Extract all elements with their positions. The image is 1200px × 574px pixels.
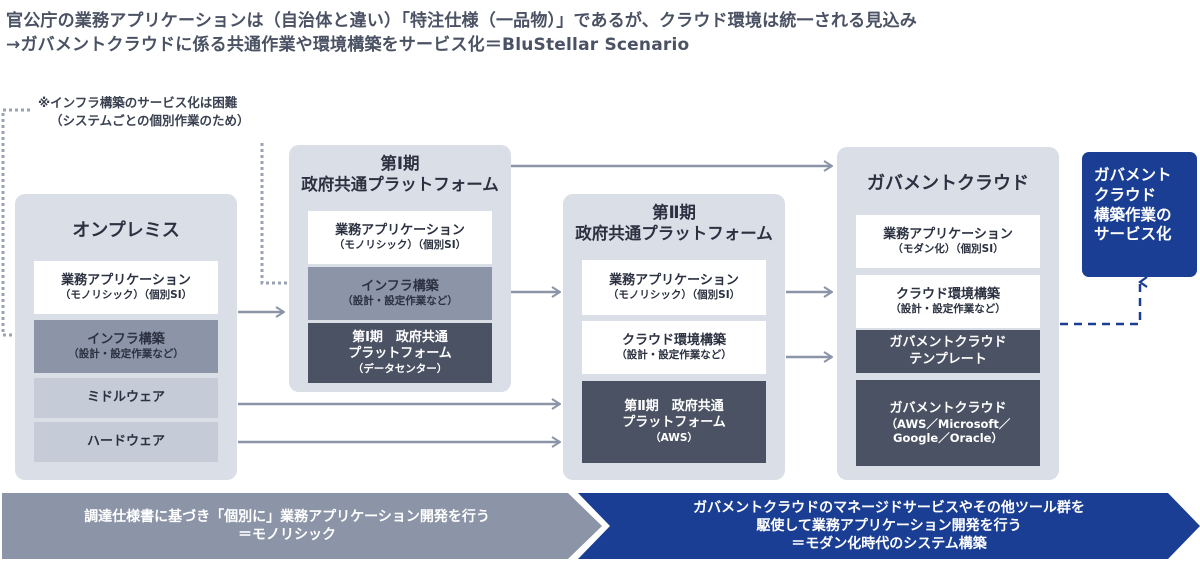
banner-monolithic: 調達仕様書に基づき「個別に」業務アプリケーション開発を行う ＝モノリシック [2,493,602,559]
banner-modern-line-2: 駆使して業務アプリケーション開発を行う [756,517,1022,534]
govcloud-platform-layer: ガバメントクラウド （AWS／Microsoft／ Google／Oracle） [856,380,1040,466]
phase1-infra-layer: インフラ構築 （設計・設定作業など） [308,267,492,320]
govcloud-app-main: 業務アプリケーション [883,226,1013,242]
phase2-cloud-sub: （設計・設定作業など） [616,349,732,362]
phase2-platform-layer: 第Ⅱ期 政府共通 プラットフォーム （AWS） [582,381,766,463]
govcloud-cloud-sub: （設計・設定作業など） [890,303,1006,316]
govcloud-platform-line-3: Google／Oracle） [893,431,1003,446]
phase1-platform-line-1: 第Ⅰ期 政府共通 [352,330,448,346]
phase2-title: 第Ⅱ期 政府共通プラットフォーム [563,202,785,245]
govcloud-platform-line-2: （AWS／Microsoft／ [885,416,1011,431]
service-box-line-2: クラウド [1094,185,1157,204]
onpremise-app-layer: 業務アプリケーション （モノリシック）（個別SI） [34,261,218,314]
service-box-line-1: ガバメント [1094,166,1172,184]
banner-monolithic-line-2: ＝モノリシック [238,527,336,543]
govcloud-app-sub: （モダン化）（個別SI） [892,243,1004,256]
phase1-platform-layer: 第Ⅰ期 政府共通 プラットフォーム （データセンター） [308,323,492,383]
govcloud-platform-line-1: ガバメントクラウド [889,400,1007,416]
phase2-app-main: 業務アプリケーション [609,272,739,288]
phase2-cloud-main: クラウド環境構築 [621,332,726,348]
govcloud-template-layer: ガバメントクラウド テンプレート [856,330,1040,373]
onpremise-middleware-layer: ミドルウェア [34,378,218,418]
phase2-title-line-1: 第Ⅱ期 [652,203,696,222]
phase1-title: 第Ⅰ期 政府共通プラットフォーム [289,153,511,196]
onpremise-app-main: 業務アプリケーション [61,272,191,288]
govcloud-template-line-1: ガバメントクラウド [889,335,1007,351]
govcloud-cloud-layer: クラウド環境構築 （設計・設定作業など） [856,275,1040,328]
phase2-platform-sub: （AWS） [650,431,698,444]
phase1-platform-sub: （データセンター） [352,362,448,375]
onpremise-hardware-label: ハードウェア [86,433,165,449]
phase2-cloud-layer: クラウド環境構築 （設計・設定作業など） [582,321,766,374]
arrow-to-service-box [1046,276,1148,326]
govcloud-panel: ガバメントクラウド 業務アプリケーション （モダン化）（個別SI） クラウド環境… [837,147,1059,480]
phase1-app-sub: （モノリシック）（個別SI） [333,239,467,252]
note-line-1: ※インフラ構築のサービス化は困難 [38,95,238,110]
govcloud-title: ガバメントクラウド [867,173,1029,194]
phase2-app-layer: 業務アプリケーション （モノリシック）（個別SI） [582,260,766,315]
banner-modern-line-1: ガバメントクラウドのマネージドサービスやその他ツール群を [693,499,1085,516]
govcloud-app-layer: 業務アプリケーション （モダン化）（個別SI） [856,215,1040,268]
phase1-platform-line-2: プラットフォーム [348,346,452,362]
phase1-app-layer: 業務アプリケーション （モノリシック）（個別SI） [308,211,492,264]
phase2-title-line-2: 政府共通プラットフォーム [575,224,773,244]
banner-modern: ガバメントクラウドのマネージドサービスやその他ツール群を 駆使して業務アプリケー… [578,493,1200,559]
phase2-platform-line-1: 第Ⅱ期 政府共通 [624,399,724,415]
onpremise-hardware-layer: ハードウェア [34,422,218,462]
onpremise-infra-main: インフラ構築 [87,331,165,347]
header-line-1: 官公庁の業務アプリケーションは（自治体と違い）「特注仕様（一品物）」であるが、ク… [6,11,917,31]
banner-modern-line-3: ＝モダン化時代のシステム構築 [791,536,987,553]
govcloud-template-line-2: テンプレート [909,351,987,367]
phase1-infra-main: インフラ構築 [361,278,439,294]
service-box-line-4: サービス化 [1094,225,1172,244]
phase1-app-main: 業務アプリケーション [335,222,465,238]
phase1-title-line-1: 第Ⅰ期 [380,154,420,173]
onpremise-middleware-label: ミドルウェア [86,389,165,405]
phase1-infra-sub: （設計・設定作業など） [342,295,458,308]
service-box-line-3: 構築作業の [1094,205,1172,224]
onpremise-title: オンプレミス [72,220,180,241]
service-box: ガバメント クラウド 構築作業の サービス化 [1082,152,1197,277]
onpremise-app-sub: （モノリシック）（個別SI） [59,289,193,302]
onpremise-infra-layer: インフラ構築 （設計・設定作業など） [34,320,218,373]
note-line-2: （システムごとの個別作業のため） [50,113,250,128]
phase2-app-sub: （モノリシック）（個別SI） [607,289,741,302]
onpremise-infra-sub: （設計・設定作業など） [68,348,184,361]
phase1-panel: 第Ⅰ期 政府共通プラットフォーム 業務アプリケーション （モノリシック）（個別S… [289,145,511,392]
header-line-2: →ガバメントクラウドに係る共通作業や環境構築をサービス化＝BluStellar … [6,35,690,55]
govcloud-cloud-main: クラウド環境構築 [895,286,1000,302]
onpremise-panel: オンプレミス 業務アプリケーション （モノリシック）（個別SI） インフラ構築 … [15,194,237,480]
phase2-panel: 第Ⅱ期 政府共通プラットフォーム 業務アプリケーション （モノリシック）（個別S… [563,194,785,480]
banner-monolithic-line-1: 調達仕様書に基づき「個別に」業務アプリケーション開発を行う [84,508,490,525]
phase1-title-line-2: 政府共通プラットフォーム [301,175,499,195]
phase2-platform-line-2: プラットフォーム [622,415,726,431]
